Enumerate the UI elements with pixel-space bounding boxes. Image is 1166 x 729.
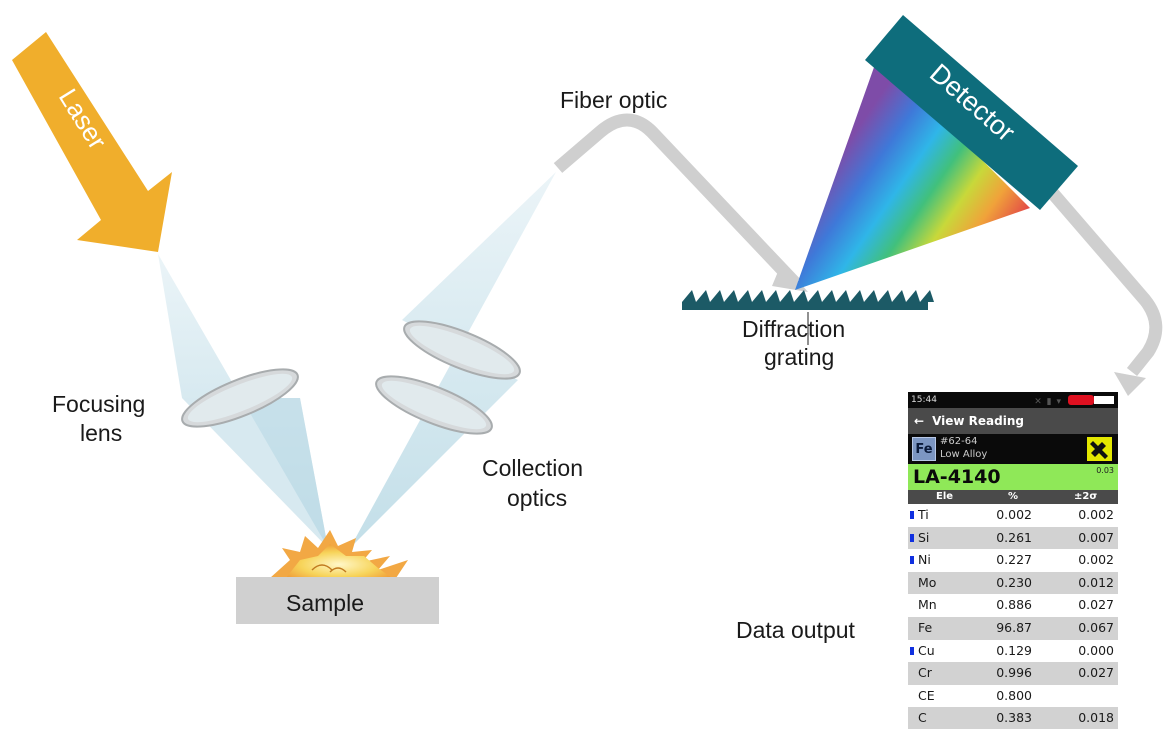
alloy-info-bar: Fe #62-64 Low Alloy [908,434,1118,464]
row-percent: 0.129 [996,642,1032,658]
column-ele: Ele [936,491,954,502]
status-bar: 15:44 ✕ ▮ ▾ [908,392,1118,408]
screen-title: View Reading [932,414,1024,428]
collection-optics-label-line1: Collection [482,455,583,481]
diffraction-grating [682,290,934,310]
focusing-lens-label-line1: Focusing [52,391,146,417]
collection-lens-lower [375,375,493,435]
sample-block [236,577,439,624]
row-error: 0.002 [1078,552,1114,568]
fiber-optic-cable [553,113,800,288]
element-marker [910,511,914,519]
sample-label: Sample [286,590,364,616]
table-row: CE 0.800 [908,685,1118,708]
grade-code: LA-4140 [913,466,1001,488]
analyzer-screen: 15:44 ✕ ▮ ▾ ← View Reading Fe #62-64 Low … [908,392,1118,729]
table-row: Cu 0.129 0.000 [908,640,1118,663]
spectrum-fan [795,56,1030,290]
row-percent: 0.886 [996,597,1032,613]
table-row: Si 0.261 0.007 [908,526,1118,550]
row-error: 0.027 [1078,597,1114,613]
diffraction-grating-label-line2: grating [764,344,835,370]
row-percent: 0.227 [996,552,1032,568]
row-element: Mn [918,597,937,613]
data-cable-arrowhead [1114,372,1146,396]
row-element: Fe [918,619,933,635]
wrench-icon[interactable] [1087,437,1112,461]
back-arrow-icon[interactable]: ← [914,414,925,428]
grade-number: #62-64 [940,436,978,447]
element-badge: Fe [912,437,936,461]
grade-family: Low Alloy [940,449,988,460]
data-cable [1045,185,1163,377]
row-element: CE [918,687,935,703]
row-error: 0.002 [1078,507,1114,522]
row-percent: 0.383 [996,710,1032,726]
fiber-optic-label: Fiber optic [560,87,668,113]
detector-box [865,15,1078,210]
table-row: Cr 0.996 0.027 [908,662,1118,685]
diffraction-grating-label-line1: Diffraction [742,316,846,342]
row-element: Si [918,529,930,545]
element-marker [910,533,914,542]
row-percent: 0.261 [996,529,1032,545]
row-element: Ni [918,552,931,568]
row-error: 0.018 [1078,710,1114,726]
status-time: 15:44 [911,395,937,405]
table-row: Ti 0.002 0.002 [908,504,1118,527]
results-column-header: Ele % ±2σ [908,490,1118,504]
row-percent: 0.800 [996,687,1032,703]
table-row: C 0.383 0.018 [908,707,1118,729]
focusing-lens-label-line2: lens [80,420,123,446]
table-row: Ni 0.227 0.002 [908,549,1118,572]
row-percent: 0.002 [996,507,1032,522]
screen-header: ← View Reading [908,408,1118,434]
row-error: 0.067 [1078,619,1114,635]
row-percent: 0.996 [996,665,1032,681]
plasma-burst [270,530,408,578]
row-element: C [918,710,927,726]
row-percent: 96.87 [996,619,1032,635]
battery-icon [1068,395,1114,405]
row-error: 0.012 [1078,574,1114,590]
row-error: 0.027 [1078,665,1114,681]
column-percent: % [1008,491,1019,502]
element-marker [910,556,914,565]
laser-arrow [12,32,172,252]
match-value: 0.03 [1096,466,1114,475]
row-percent: 0.230 [996,574,1032,590]
table-row: Mo 0.230 0.012 [908,571,1118,595]
row-error: 0.000 [1078,642,1114,658]
signal-icon: ✕ ▮ ▾ [1034,397,1062,407]
column-error: ±2σ [1074,491,1098,502]
element-marker [910,646,914,655]
table-row: Mn 0.886 0.027 [908,594,1118,617]
data-output-label: Data output [736,617,855,643]
row-element: Cu [918,642,935,658]
collection-optics-label-line2: optics [507,485,568,511]
row-element: Ti [918,507,929,522]
row-element: Mo [918,574,937,590]
focusing-lens [181,368,299,428]
grade-match-bar: LA-4140 0.03 [908,464,1118,490]
table-row: Fe 96.87 0.067 [908,616,1118,640]
row-error: 0.007 [1078,529,1114,545]
collection-lens-upper [403,320,521,380]
row-element: Cr [918,665,932,681]
